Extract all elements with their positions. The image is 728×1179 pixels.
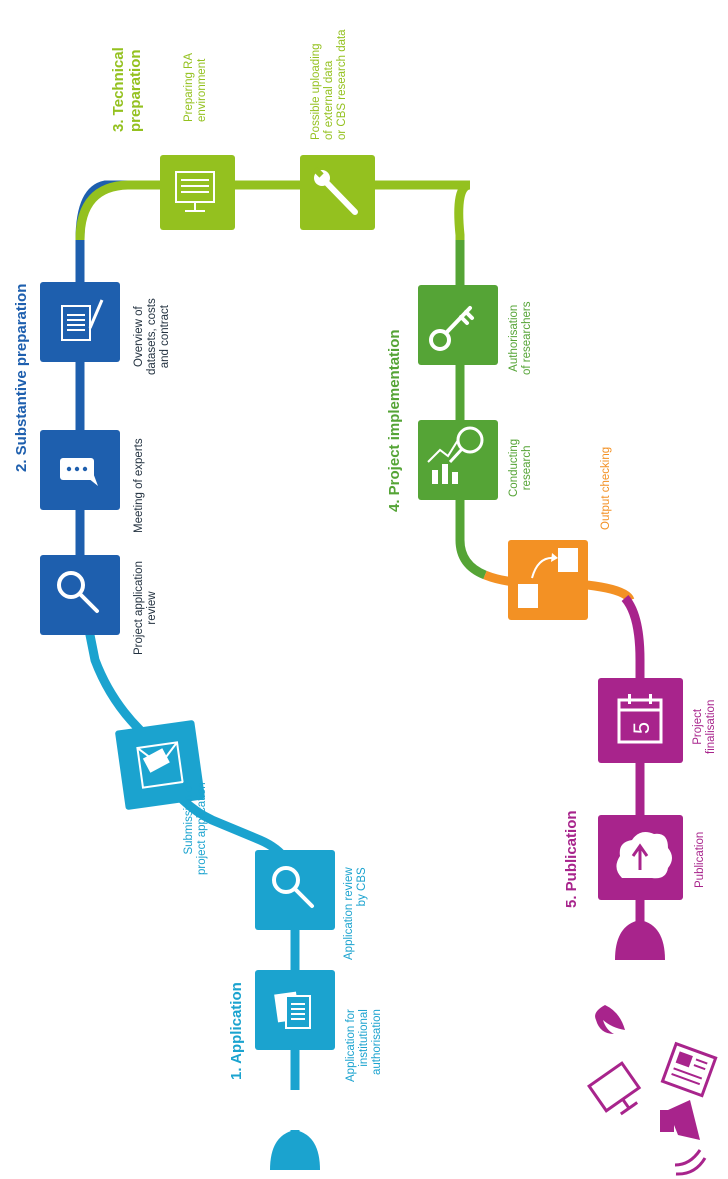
end-tab	[615, 920, 665, 960]
magnifier-icon	[57, 571, 99, 613]
label-publication: Publication	[694, 831, 706, 888]
step-uploading	[300, 155, 375, 230]
step-institutional	[255, 970, 335, 1050]
label-authorisation: Authorisation of researchers	[508, 301, 533, 375]
step-overview	[40, 282, 120, 362]
envelope-icon	[136, 741, 184, 789]
label-conducting: Conducting research	[508, 438, 533, 497]
step-review-cbs	[255, 850, 335, 930]
chat-bubble-icon	[60, 458, 98, 486]
label-finalisation: Project finalisation	[692, 699, 717, 754]
chart-magnifier-icon	[427, 426, 484, 484]
label-review-cbs: Application review by CBS	[343, 867, 368, 960]
path-implementation	[455, 240, 487, 580]
phase-title-substantive: 2. Substantive preparation	[13, 283, 30, 472]
label-uploading: Possible uploading of external data or C…	[310, 29, 348, 140]
phase-title-technical: 3. Technical preparation	[110, 47, 144, 132]
label-submission: Submission of project application	[183, 782, 208, 875]
label-ra-env: Preparing RA environment	[183, 52, 208, 122]
transfer-files-icon	[518, 548, 578, 608]
megaphone-icon	[660, 1100, 707, 1176]
step-conducting	[418, 420, 498, 500]
label-overview: Overview of datasets, costs and contract	[133, 298, 171, 375]
magnifier-icon	[272, 866, 314, 908]
monitor-icon	[587, 1061, 642, 1116]
document-pen-icon	[61, 299, 104, 341]
step-publication	[598, 815, 683, 900]
step-experts	[40, 430, 120, 510]
phase-title-application: 1. Application	[228, 982, 245, 1080]
step-authorisation	[418, 285, 498, 365]
documents-icon	[274, 991, 311, 1029]
path-publication	[621, 595, 645, 930]
step-output	[508, 540, 588, 620]
step-ra-env	[160, 155, 235, 230]
calendar-icon: 5	[617, 694, 663, 744]
calendar-number: 5	[629, 722, 654, 734]
phase-title-implementation: 4. Project implementation	[386, 329, 403, 512]
start-tab	[270, 1130, 320, 1170]
twitter-bird-icon	[595, 1005, 625, 1034]
monitor-icon	[175, 171, 215, 212]
wrench-icon	[313, 167, 358, 215]
label-institutional: Application for institutional authorisat…	[345, 1009, 383, 1082]
cloud-upload-icon	[616, 832, 672, 879]
label-output: Output checking	[600, 446, 612, 530]
label-project-review: Project application review	[133, 561, 158, 655]
step-finalisation: 5	[598, 678, 683, 763]
key-icon	[429, 306, 474, 351]
path-technical	[75, 180, 471, 241]
step-project-review	[40, 555, 120, 635]
step-submission	[115, 720, 205, 810]
phase-title-publication: 5. Publication	[563, 810, 580, 908]
label-experts: Meeting of experts	[133, 438, 145, 533]
newspaper-icon	[660, 1041, 718, 1098]
